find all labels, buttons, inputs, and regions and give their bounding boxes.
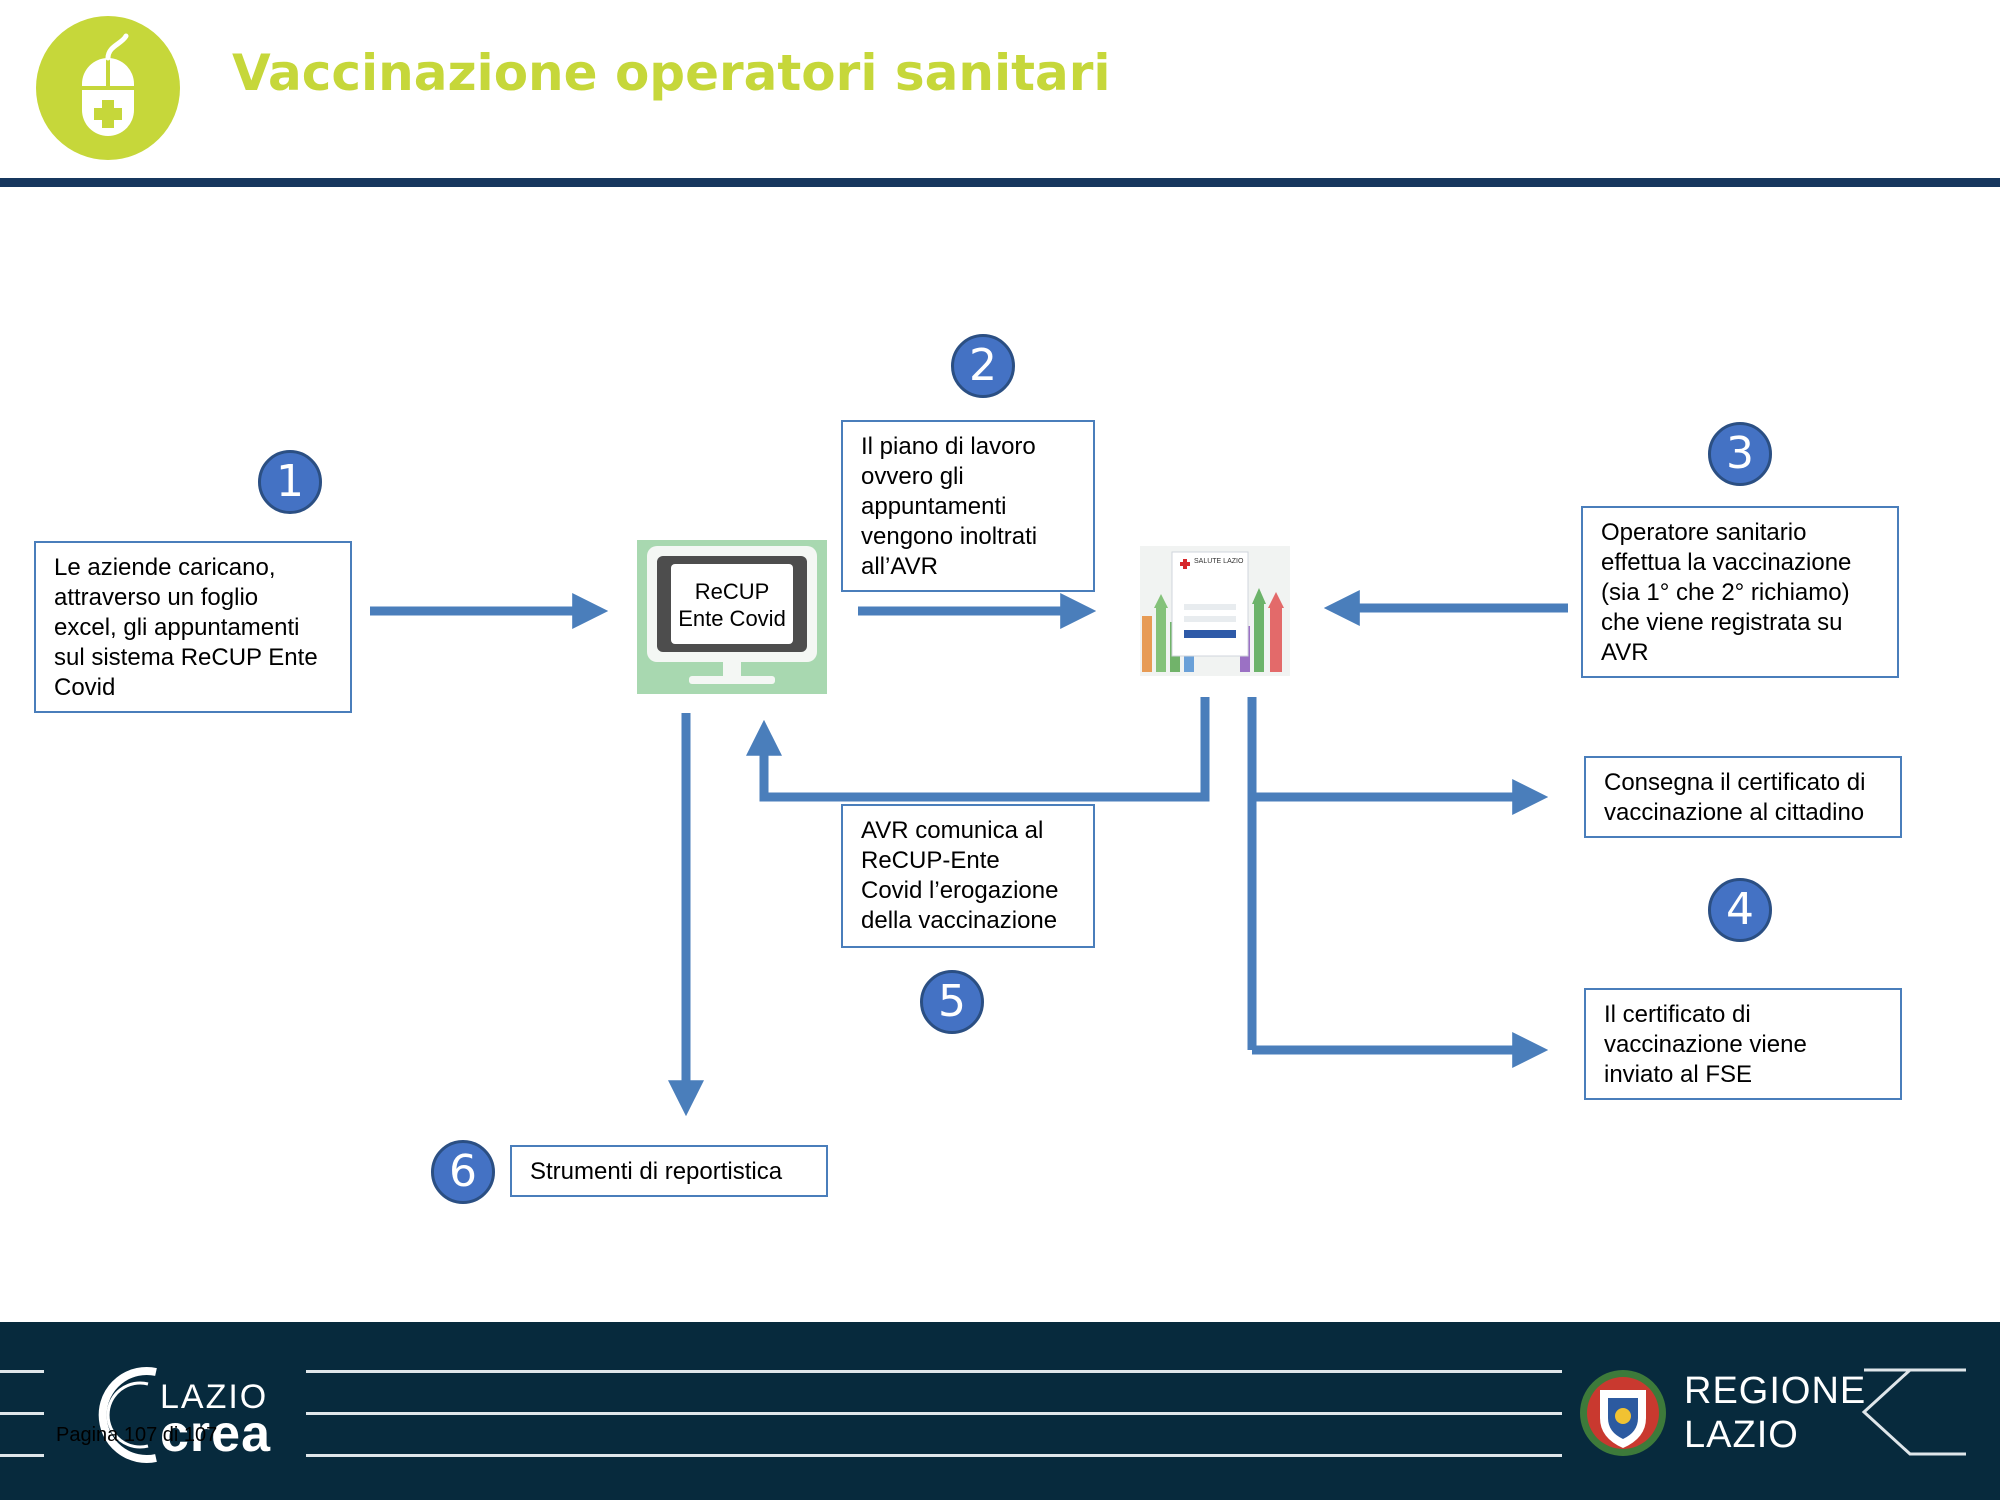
step1-text-line: Le aziende caricano, — [54, 554, 276, 581]
step4a-text-line: Consegna il certificato di — [1604, 769, 1866, 796]
step2-text-line: vengono inoltrati — [861, 523, 1038, 550]
step1-text-line: excel, gli appuntamenti — [54, 614, 300, 641]
avr-app-screenshot-icon — [1140, 546, 1290, 676]
page-number: Pagina 107 di 107 — [56, 1424, 218, 1446]
step4a-text-line: vaccinazione al cittadino — [1604, 799, 1865, 826]
flow-arrows — [370, 590, 1568, 1117]
step1-text-line: sul sistema ReCUP Ente — [54, 644, 318, 671]
step4b-text-line: Il certificato di — [1604, 1001, 1751, 1028]
step2-box: Il piano di lavoro ovvero gli appuntamen… — [841, 420, 1095, 592]
footer-stripe — [0, 1412, 44, 1415]
lazio-crea-logo-bottom: crea — [160, 1405, 271, 1463]
regione-chevron-icon — [1861, 1368, 1966, 1456]
mouse-plus-icon — [82, 33, 134, 136]
step3-box: Operatore sanitario effettua la vaccinaz… — [1581, 506, 1899, 678]
step4-consegna-box: Consegna il certificato di vaccinazione … — [1584, 756, 1902, 838]
step2-text-line: appuntamenti — [861, 493, 1007, 520]
step3-text-line: Operatore sanitario — [1601, 519, 1807, 546]
recup-label-line1: ReCUP — [694, 579, 770, 604]
step5-text-line: ReCUP-Ente — [861, 847, 1000, 874]
lazio-crea-logo-top: LAZIO — [160, 1378, 269, 1416]
step4-fse-box: Il certificato di vaccinazione viene inv… — [1584, 988, 1902, 1100]
step6-box: Strumenti di reportistica — [510, 1145, 828, 1197]
step-badge-5: 5 — [920, 970, 984, 1034]
step2-text-line: Il piano di lavoro — [861, 433, 1036, 460]
step-badge-2: 2 — [951, 334, 1015, 398]
step6-text-line: Strumenti di reportistica — [530, 1158, 783, 1185]
step5-text-line: della vaccinazione — [861, 907, 1058, 934]
step5-text-line: Covid l’erogazione — [861, 877, 1059, 904]
regione-lazio-logo-bottom: LAZIO — [1684, 1414, 1799, 1456]
step2-text-line: ovvero gli — [861, 463, 964, 490]
step4b-text-line: vaccinazione viene — [1604, 1031, 1807, 1058]
avr-app-screenshot: SALUTE LAZIO — [1140, 546, 1290, 676]
regione-lazio-logo-top: REGIONE — [1684, 1370, 1867, 1412]
step4b-text-line: inviato al FSE — [1604, 1061, 1753, 1088]
step3-text-line: AVR — [1601, 639, 1649, 666]
recup-monitor: ReCUP Ente Covid — [637, 540, 827, 694]
footer-stripe — [306, 1454, 1562, 1457]
footer-stripe — [306, 1370, 1562, 1373]
recup-label-line2: Ente Covid — [678, 606, 786, 631]
footer-stripe — [0, 1454, 44, 1457]
step5-box: AVR comunica al ReCUP-Ente Covid l’eroga… — [841, 804, 1095, 948]
step1-box: Le aziende caricano, attraverso un fogli… — [34, 541, 352, 713]
footer-stripe — [306, 1412, 1562, 1415]
step-badge-6: 6 — [431, 1140, 495, 1204]
header-logo — [36, 16, 180, 160]
footer-stripe — [0, 1370, 44, 1373]
footer — [0, 1322, 2000, 1500]
regione-lazio-emblem-icon — [1580, 1370, 1666, 1456]
arrow-avr-to-recup — [746, 697, 1210, 802]
avr-thumbnail-caption: SALUTE LAZIO — [1194, 558, 1244, 565]
step-badge-1: 1 — [258, 450, 322, 514]
step3-text-line: effettua la vaccinazione — [1601, 549, 1852, 576]
page-title: Vaccinazione operatori sanitari — [232, 44, 1111, 102]
lazio-crea-logo-icon — [98, 1367, 157, 1463]
step3-text-line: che viene registrata su — [1601, 609, 1843, 636]
step1-text-line: Covid — [54, 674, 116, 701]
step-badge-4: 4 — [1708, 878, 1772, 942]
step5-text-line: AVR comunica al — [861, 817, 1044, 844]
header-divider — [0, 178, 2000, 187]
step2-text-line: all’AVR — [861, 553, 938, 580]
step-badge-3: 3 — [1708, 422, 1772, 486]
step3-text-line: (sia 1° che 2° richiamo) — [1601, 579, 1850, 606]
step1-text-line: attraverso un foglio — [54, 584, 259, 611]
monitor-icon — [647, 546, 817, 684]
